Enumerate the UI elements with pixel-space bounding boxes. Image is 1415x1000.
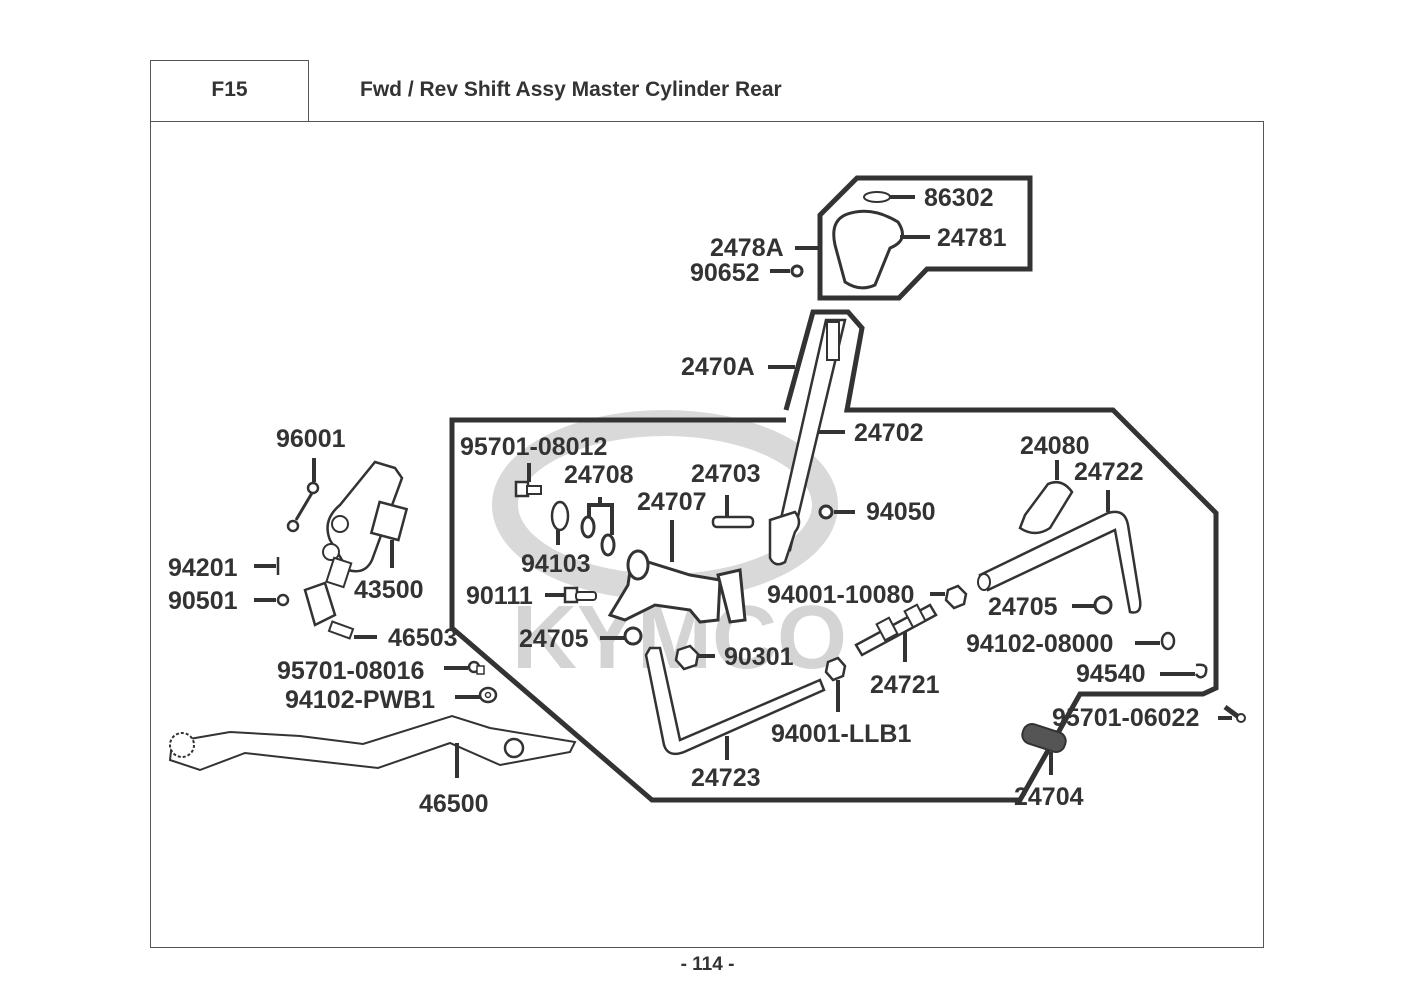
part-label-24705-left: 24705 [519,625,589,653]
part-label-94001-10080: 94001-10080 [767,581,914,609]
bushing-24705-right [1072,595,1113,615]
washer-94102-08000 [1135,631,1176,651]
bolt-95701-08012 [514,463,542,498]
shift-knob-24781 [832,209,930,290]
part-label-95701-06022: 95701-06022 [1052,704,1199,732]
section-code-cell [150,60,309,122]
part-label-24707: 24707 [637,488,707,516]
rod-24722 [977,490,1142,614]
part-label-90501: 90501 [168,587,238,615]
part-label-24723: 24723 [691,764,761,792]
section-code: F15 [211,78,248,101]
part-label-2478A: 2478A [710,234,784,262]
part-label-24702: 24702 [854,419,924,447]
part-label-90301: 90301 [724,643,794,671]
part-label-95701-08012: 95701-08012 [460,433,607,461]
part-label-2470A: 2470A [681,353,755,381]
washer-94103 [550,500,570,545]
nut-90301 [674,644,715,671]
screw-90652 [770,264,804,278]
part-label-24080: 24080 [1020,432,1090,460]
part-label-46500: 46500 [419,790,489,818]
diagram-frame [150,121,1264,948]
part-label-94540: 94540 [1076,660,1146,688]
o-rings-24708 [580,497,616,557]
pin-46503 [327,620,377,640]
part-label-24721: 24721 [870,671,940,699]
part-label-24703: 24703 [691,460,761,488]
bolt-90111 [545,586,597,604]
page-title: Fwd / Rev Shift Assy Master Cylinder Rea… [360,78,782,101]
washer-94050 [818,504,855,520]
page-number: - 114 - [680,954,735,975]
knob-group-outline [817,175,1033,301]
part-label-24781: 24781 [937,224,1007,252]
part-label-94050: 94050 [866,498,936,526]
nut-94001-LLB1 [824,656,847,712]
brake-pedal-46500 [168,714,577,778]
bolt-95701-08016 [444,660,485,675]
shift-lever-24702 [768,318,847,566]
part-label-24708: 24708 [564,461,634,489]
part-label-94102-PWB1: 94102-PWB1 [285,686,435,714]
emblem-86302 [863,191,915,203]
master-cylinder-43500 [303,460,409,627]
bolt-96001 [286,458,320,533]
part-labels: 86302 24781 2478A 90652 2470A 24702 9600… [168,184,1199,818]
spring-24704 [1021,723,1067,775]
part-label-94001-LLB1: 94001-LLB1 [771,720,911,748]
part-label-90111: 90111 [466,582,533,610]
part-label-24704: 24704 [1014,783,1084,811]
part-label-95701-08016: 95701-08016 [277,657,424,685]
pin-94201 [254,557,280,575]
part-label-94103: 94103 [521,550,591,578]
clip-94540 [1160,663,1208,679]
part-label-94102-08000: 94102-08000 [966,630,1113,658]
part-label-86302: 86302 [924,184,994,212]
bolt-95701-06022 [1218,704,1246,723]
washer-94102-PWB1 [455,686,498,704]
shift-arm-24707 [607,520,747,624]
nut-94001-10080 [930,584,968,610]
part-label-46503: 46503 [388,624,458,652]
bracket-24080 [1018,460,1074,535]
part-label-43500: 43500 [354,576,424,604]
pin-24703 [711,495,755,529]
bushing-24705-left [600,626,643,646]
part-label-90652: 90652 [690,259,760,287]
part-label-96001: 96001 [276,425,346,453]
part-label-24705-right: 24705 [988,593,1058,621]
rod-24723 [644,646,826,760]
adjuster-24721 [854,603,938,662]
part-label-24722: 24722 [1074,458,1144,486]
part-label-94201: 94201 [168,554,238,582]
washer-90501 [254,593,290,607]
shift-assy-group-outline [449,309,1219,803]
